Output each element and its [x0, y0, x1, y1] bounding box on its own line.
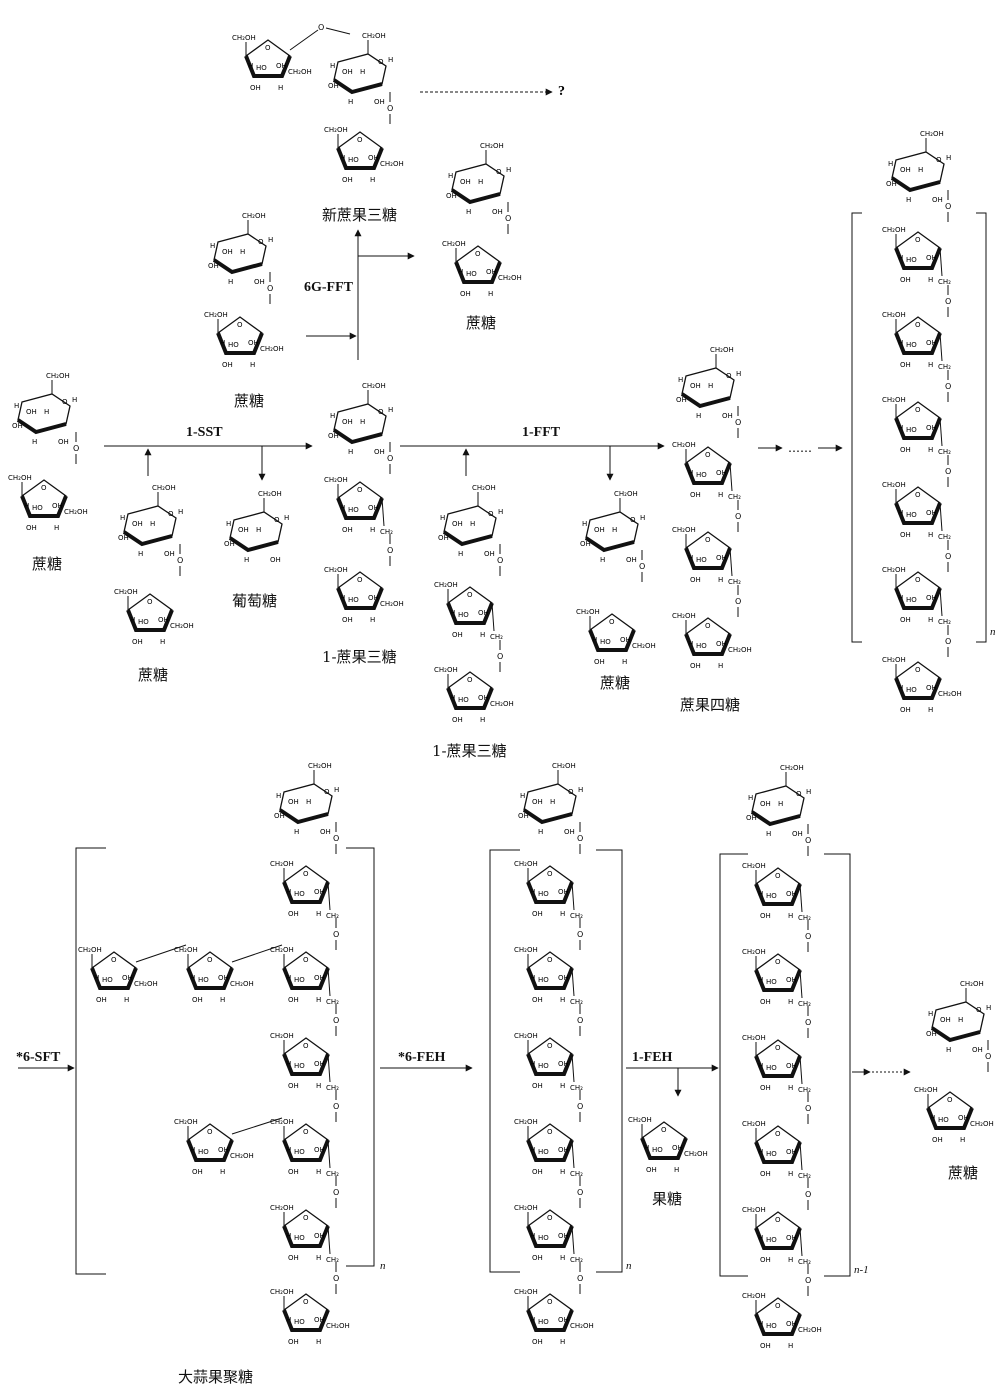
feh1-repeat-index: n-1 [854, 1264, 869, 1276]
svg-text:O: O [318, 23, 324, 32]
final-sucrose-structure [912, 978, 996, 1146]
garlic-repeat-index: n [380, 1260, 386, 1272]
enzyme-1-sst: 1-SST [186, 425, 223, 440]
ellipsis-dots: …… [788, 441, 812, 455]
kestose-structure [322, 380, 406, 626]
sucrose-left-structure [6, 370, 90, 534]
nystose-structure [670, 344, 754, 672]
kestose-label: 1-蔗果三糖 [322, 648, 397, 666]
sucrose-left-label: 蔗糖 [32, 555, 63, 573]
sucrose-sst-label: 蔗糖 [138, 666, 169, 684]
kestose-fft-structure [432, 482, 516, 726]
neokestose-structure: O [230, 23, 406, 186]
sucrose-top-structure [202, 210, 286, 371]
sucrose-fft-structure [574, 488, 658, 668]
feh6-product-structure [512, 760, 596, 1348]
kestose-fft-label: 1-蔗果三糖 [432, 742, 507, 760]
garlic-fructan-structure [76, 760, 352, 1348]
feh6-bracket-right [596, 849, 623, 1273]
inulin-structure [880, 128, 964, 716]
enzyme-6-sft: *6-SFT [16, 1050, 61, 1065]
feh1-bracket-right [824, 853, 851, 1277]
glucose-structure [222, 488, 292, 566]
final-sucrose-label: 蔗糖 [948, 1164, 979, 1182]
glucose-label: 葡萄糖 [232, 592, 278, 610]
garlic-fructan-label: 大蒜果聚糖 [178, 1368, 254, 1386]
unknown-product-label: ? [558, 84, 565, 99]
fructose-structure [626, 1114, 710, 1176]
neokestose-label: 新蔗果三糖 [322, 206, 398, 224]
feh1-product-structure [740, 762, 824, 1352]
inulin-repeat-index: n [990, 626, 996, 638]
feh1-bracket-left [719, 853, 748, 1277]
garlic-bracket-right [346, 847, 375, 1267]
garlic-bracket-left [75, 847, 106, 1275]
enzyme-1-fft: 1-FFT [522, 425, 561, 440]
feh6-repeat-index: n [626, 1260, 632, 1272]
sucrose-right-structure [440, 140, 524, 300]
inulin-bracket-left [851, 212, 862, 643]
feh6-bracket-left [489, 849, 520, 1273]
sucrose-top-label: 蔗糖 [234, 392, 265, 410]
sucrose-sst-structure [112, 482, 196, 648]
sucrose-right-label: 蔗糖 [466, 314, 497, 332]
fructose-label: 果糖 [652, 1190, 683, 1208]
sucrose-fft-label: 蔗糖 [600, 674, 631, 692]
enzyme-6g-fft: 6G-FFT [304, 280, 353, 295]
nystose-label: 蔗果四糖 [680, 696, 741, 714]
inulin-bracket-right [976, 212, 987, 643]
enzyme-6-feh: *6-FEH [398, 1050, 446, 1065]
enzyme-1-feh: 1-FEH [632, 1050, 673, 1065]
